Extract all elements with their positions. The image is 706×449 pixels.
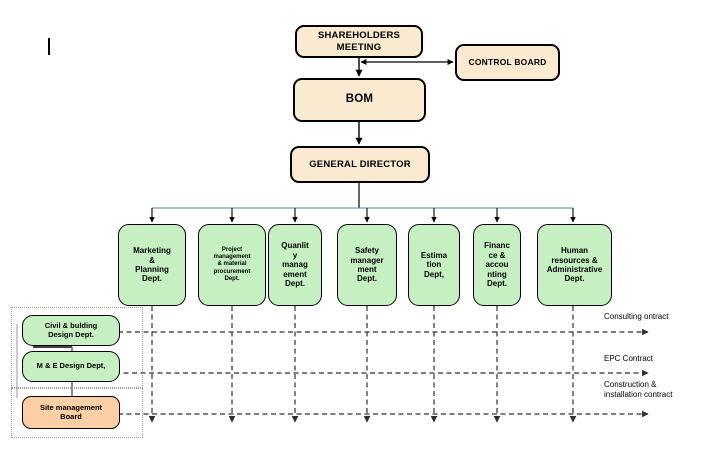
group-design-departments xyxy=(11,307,143,388)
node-finance-accounting-dept[interactable]: Financ ce & accou nting Dept. xyxy=(473,224,521,306)
dashed-verticals xyxy=(148,306,577,423)
node-bom[interactable]: BOM xyxy=(293,78,426,122)
node-human-resources-administrative-dept[interactable]: Human resources & Administrative Dept. xyxy=(537,224,612,306)
node-label: Site management Board xyxy=(39,402,103,421)
text-cursor xyxy=(48,38,50,55)
node-general-director[interactable]: GENERAL DIRECTOR xyxy=(290,146,430,183)
legend-epc-contract: EPC Contract xyxy=(604,354,653,363)
node-label: Safety manager ment Dept. xyxy=(350,246,384,284)
node-label: Quanlit y manag ement Dept. xyxy=(281,241,309,289)
node-marketing-planning-dept[interactable]: Marketing & Planning Dept. xyxy=(118,224,186,306)
node-project-management-material-procurement-dept[interactable]: Project management & material procuremen… xyxy=(198,224,266,306)
node-label: CONTROL BOARD xyxy=(468,57,547,68)
node-me-design-dept[interactable]: M & E Design Dept, xyxy=(22,351,120,382)
node-label: Financ ce & accou nting Dept. xyxy=(484,241,510,289)
legend-construction-installation-contract: Construction & installation contract xyxy=(604,380,673,399)
node-site-management-board[interactable]: Site management Board xyxy=(22,396,120,429)
node-label: Estima tion Dept, xyxy=(420,250,448,279)
node-label: GENERAL DIRECTOR xyxy=(309,158,411,170)
node-label: Human resources & Administrative Dept. xyxy=(546,246,603,284)
bus-drops xyxy=(149,208,576,223)
legend-consulting-contract: Consulting ontract xyxy=(604,312,669,321)
node-label: Civil & bulding Design Dept. xyxy=(44,320,98,339)
node-shareholders-meeting[interactable]: SHAREHOLDERS MEETING xyxy=(295,25,423,58)
node-civil-building-design-dept[interactable]: Civil & bulding Design Dept. xyxy=(22,315,120,346)
node-label: Project management & material procuremen… xyxy=(213,247,251,282)
node-label: SHAREHOLDERS MEETING xyxy=(317,30,401,53)
node-label: M & E Design Dept, xyxy=(36,361,106,371)
node-label: Marketing & Planning Dept. xyxy=(133,246,171,284)
node-estimation-dept[interactable]: Estima tion Dept, xyxy=(408,224,460,306)
node-safety-management-dept[interactable]: Safety manager ment Dept. xyxy=(337,224,397,306)
node-label: BOM xyxy=(345,93,374,106)
node-control-board[interactable]: CONTROL BOARD xyxy=(455,44,560,81)
group-site-management xyxy=(11,388,143,438)
node-quality-management-dept[interactable]: Quanlit y manag ement Dept. xyxy=(268,224,322,306)
